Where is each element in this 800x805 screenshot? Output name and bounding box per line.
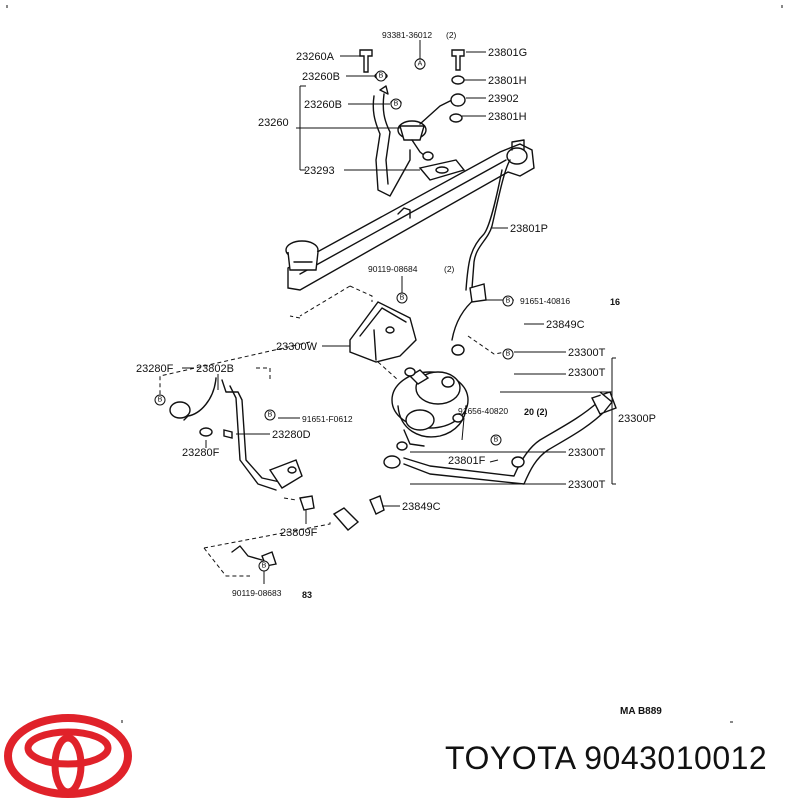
- label-23801g: 23801G: [488, 47, 527, 59]
- qty-91656-40820: 20 (2): [524, 407, 548, 417]
- svg-text:B: B: [400, 295, 405, 302]
- label-23260a: 23260A: [296, 51, 335, 63]
- label-23260: 23260: [258, 117, 289, 129]
- diagram-code: MA B889: [620, 706, 662, 717]
- svg-text:B: B: [158, 397, 163, 404]
- bubble-b4: B: [502, 295, 514, 307]
- fuel-return-pipe-23802b: [169, 377, 303, 491]
- brand-name: TOYOTA: [445, 740, 575, 776]
- fuel-delivery-pipe: [285, 139, 535, 291]
- hose-23809f: [231, 495, 385, 567]
- bubble-c1: B: [264, 409, 276, 421]
- vacuum-switching-valve: [359, 49, 466, 197]
- label-23801h-1: 23801H: [488, 75, 527, 87]
- label-91651-40816: 91651-40816: [520, 296, 570, 306]
- bubble-d1: B: [490, 434, 502, 446]
- label-90119-08683: 90119-08683: [232, 588, 282, 598]
- label-23300p: 23300P: [618, 413, 656, 425]
- svg-text:B: B: [506, 351, 511, 358]
- toyota-logo: [4, 714, 132, 798]
- label-23902: 23902: [488, 93, 519, 105]
- label-23260b-2: 23260B: [304, 99, 342, 111]
- svg-text:B: B: [268, 412, 273, 419]
- label-91651-f0612: 91651-F0612: [302, 414, 353, 424]
- qty-90119-08684: (2): [444, 264, 455, 274]
- bubble-b1: B: [375, 70, 387, 82]
- bubble-f1: B: [502, 348, 514, 360]
- label-23849c-1: 23849C: [546, 319, 585, 331]
- bubble-b2: B: [390, 98, 402, 110]
- label-23260b-1: 23260B: [302, 71, 340, 83]
- bubble-b3: B: [396, 292, 408, 304]
- svg-text:B: B: [494, 437, 499, 444]
- label-23280f-1: 23280F: [136, 363, 174, 375]
- svg-text:B: B: [379, 73, 384, 80]
- label-23801f: 23801F: [448, 455, 486, 467]
- label-23280f-2: 23280F: [182, 447, 220, 459]
- svg-text:B: B: [506, 298, 511, 305]
- svg-text:B: B: [394, 101, 399, 108]
- label-23280d: 23280D: [272, 429, 311, 441]
- bubble-e1: B: [154, 394, 166, 406]
- fuel-hose-23801f: [383, 391, 617, 485]
- qty-91651-40816: 16: [610, 297, 620, 307]
- part-caption: TOYOTA 9043010012: [445, 740, 767, 777]
- label-23300t-2: 23300T: [568, 367, 606, 379]
- reference-bubbles: A B B B B B B B B B: [154, 58, 514, 572]
- label-23849c-2: 23849C: [402, 501, 441, 513]
- qty-93381: (2): [446, 30, 457, 40]
- svg-text:A: A: [418, 61, 423, 68]
- label-91656-40820: 91656-40820: [458, 406, 508, 416]
- label-23293: 23293: [304, 165, 335, 177]
- label-23300t-4: 23300T: [568, 479, 606, 491]
- label-23300w: 23300W: [276, 341, 318, 353]
- bracket-23300w: [349, 301, 417, 363]
- label-23801p: 23801P: [510, 223, 548, 235]
- label-23300t-3: 23300T: [568, 447, 606, 459]
- label-23802b: 23802B: [196, 363, 234, 375]
- dashed-guides: [159, 285, 507, 577]
- label-23300t-1: 23300T: [568, 347, 606, 359]
- part-labels: 23260A 23260B 23260B 23260 23293 93381-3…: [136, 30, 656, 600]
- label-93381-36012: 93381-36012: [382, 30, 432, 40]
- label-23809f: 23809F: [280, 527, 318, 539]
- part-number: 9043010012: [584, 740, 768, 776]
- svg-text:B: B: [262, 563, 267, 570]
- bubble-a: A: [414, 58, 426, 70]
- fuel-filter-23300p: [391, 367, 469, 447]
- qty-90119-08683: 83: [302, 590, 312, 600]
- registration-marks: [6, 5, 783, 723]
- leader-lines: [182, 40, 616, 584]
- label-23801h-2: 23801H: [488, 111, 527, 123]
- label-90119-08684: 90119-08684: [368, 264, 418, 274]
- bubble-g1: B: [258, 560, 270, 572]
